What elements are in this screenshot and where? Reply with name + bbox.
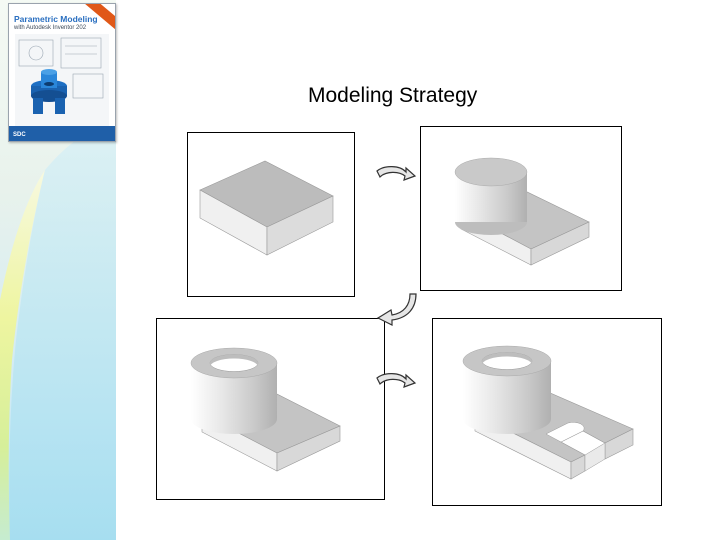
- blue-part-icon: [31, 69, 67, 114]
- book-cover-illustration: [15, 34, 109, 126]
- left-decorative-band: Parametric Modeling with Autodesk Invent…: [0, 0, 120, 540]
- base-block-drawing: [199, 160, 334, 256]
- panel-step-1: [187, 132, 355, 297]
- book-title: Parametric Modeling: [14, 14, 98, 24]
- slotted-part-drawing: [462, 345, 634, 480]
- book-cover: Parametric Modeling with Autodesk Invent…: [8, 3, 116, 142]
- panel-step-3: [156, 318, 385, 500]
- book-publisher: SDC: [13, 132, 26, 138]
- panel-step-4: [432, 318, 662, 506]
- block-with-cylinder-drawing: [454, 157, 590, 266]
- book-subtitle: with Autodesk Inventor 202: [14, 25, 87, 31]
- cylinder-with-hole-drawing: [190, 347, 341, 472]
- curved-arrow-icon: [376, 166, 417, 181]
- curved-arrow-icon: [376, 373, 417, 388]
- slide-title: Modeling Strategy: [308, 84, 478, 107]
- curved-arrow-icon: [376, 293, 417, 326]
- panel-step-2: [420, 126, 622, 291]
- book-footer-band: [9, 126, 115, 141]
